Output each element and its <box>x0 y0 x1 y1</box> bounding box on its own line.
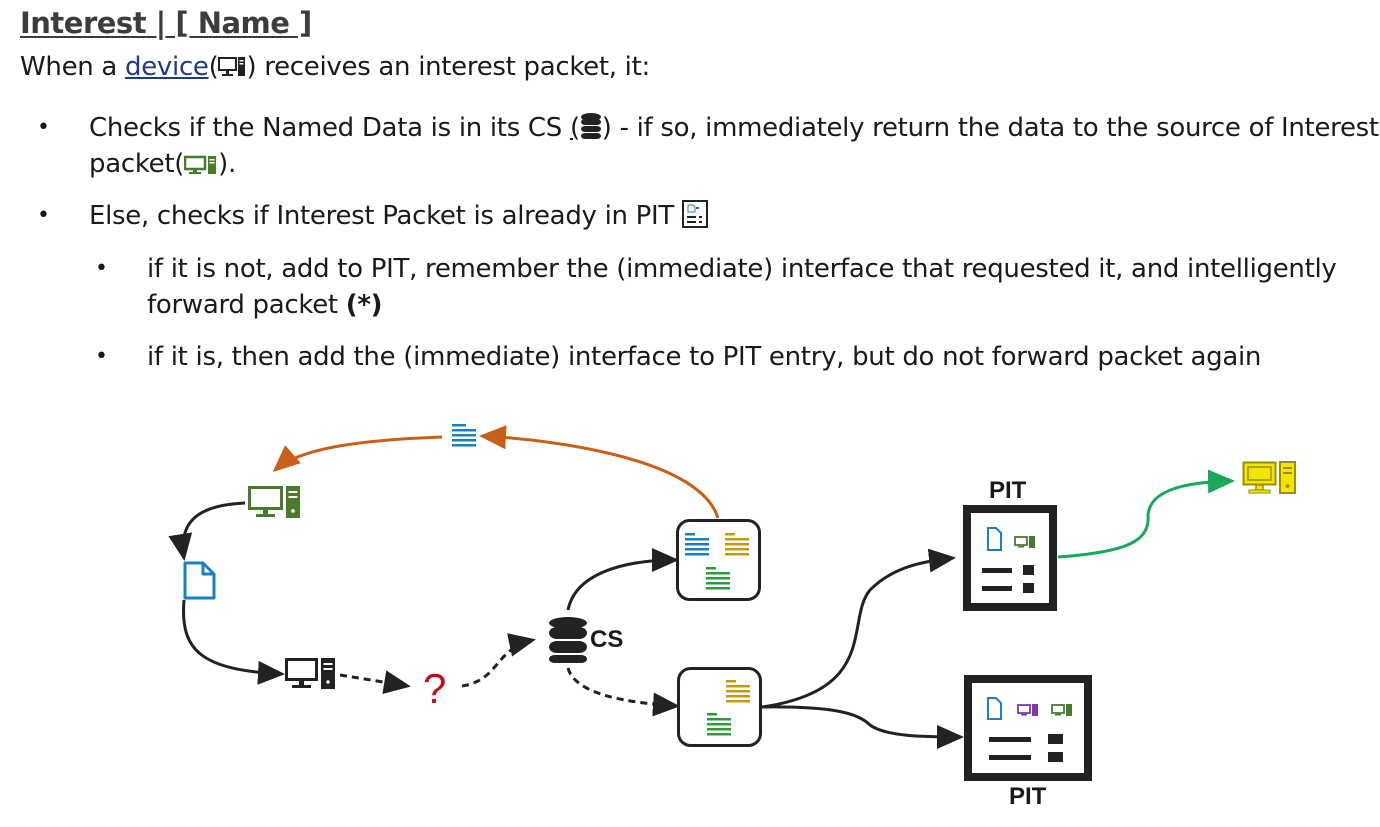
green-computer-icon <box>1051 704 1072 716</box>
interest-to-device-arrow <box>182 599 285 685</box>
return-arrow-1 <box>479 425 720 519</box>
gold-data-icon <box>725 533 749 556</box>
green-data-icon <box>706 567 730 590</box>
cache-hit-box <box>676 519 761 601</box>
green-computer-icon <box>184 155 217 174</box>
bullet-cs-check: • Checks if the Named Data is in its CS … <box>37 113 1379 179</box>
to-pit-top-arrow <box>761 548 956 709</box>
cs-to-cache-miss-arrow <box>566 667 680 717</box>
cache-miss-box <box>677 667 762 747</box>
green-data-icon <box>707 713 731 736</box>
question-to-cs-arrow <box>461 633 536 688</box>
remote-computer-icon <box>1242 461 1296 494</box>
device-to-question-arrow <box>339 670 411 695</box>
pit-to-remote-device-arrow <box>1057 469 1235 559</box>
pit-table-bottom <box>964 675 1092 781</box>
pit-table-icon <box>681 200 708 228</box>
bullet-in-pit: • if it is, then add the (immediate) int… <box>95 342 1262 372</box>
intro-after: ) receives an interest packet, it: <box>246 52 650 82</box>
source-computer-icon <box>248 486 300 518</box>
intro-before: When a <box>20 52 126 82</box>
device-link[interactable]: device <box>125 52 209 82</box>
cs-database-icon <box>549 617 587 663</box>
intro-text: When a device() receives an interest pac… <box>20 52 650 82</box>
purple-computer-icon <box>1017 704 1038 716</box>
returned-data-icon <box>452 424 476 447</box>
pit-top-label: PIT <box>989 477 1027 504</box>
interest-doc-icon <box>987 527 1002 551</box>
cs-to-cache-hit-arrow <box>566 548 679 611</box>
computer-icon <box>218 57 246 76</box>
interest-doc-icon <box>987 697 1002 720</box>
pit-bottom-label: PIT <box>1009 783 1047 810</box>
gold-data-icon <box>726 680 750 703</box>
blue-data-icon <box>685 533 709 556</box>
cs-label: CS <box>590 626 623 653</box>
question-mark: ? <box>423 665 446 712</box>
return-arrow-2 <box>272 435 443 472</box>
database-icon <box>580 113 601 139</box>
green-computer-icon <box>1014 536 1035 548</box>
to-pit-bottom-arrow <box>761 705 964 749</box>
bullet-not-in-pit: • if it is not, add to PIT, remember the… <box>95 254 1337 320</box>
pit-table-top <box>963 505 1057 611</box>
device-computer-icon <box>285 658 335 689</box>
page-title: Interest | [ Name ] <box>20 6 312 40</box>
source-to-interest-arrow <box>168 501 246 561</box>
bullet-pit-check: • Else, checks if Interest Packet is alr… <box>37 198 708 234</box>
interest-packet-icon <box>183 561 216 600</box>
